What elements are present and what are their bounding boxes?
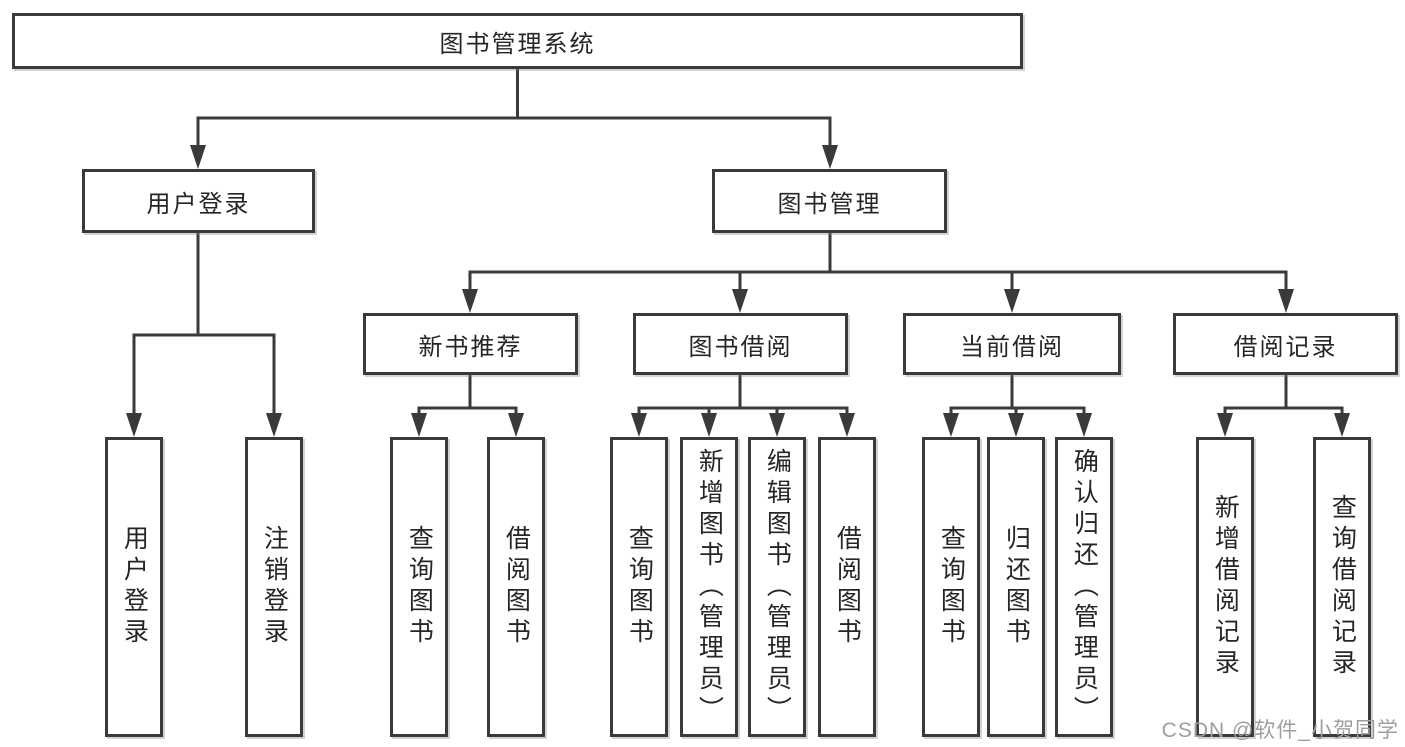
node-book-borrowing: 图书借阅 (633, 313, 848, 375)
leaf-return-book: 归还图书 (987, 437, 1045, 737)
node-root: 图书管理系统 (12, 13, 1023, 69)
arrowhead (1008, 413, 1024, 437)
arrowhead (266, 413, 282, 437)
watermark: CSDN @软件_小贺同学 (1161, 719, 1399, 742)
node-new-book-recommendation: 新书推荐 (363, 313, 578, 375)
arrowheads (126, 145, 1350, 437)
arrowhead (769, 413, 785, 437)
node-book-management: 图书管理 (712, 169, 947, 233)
leaf-query-books-recommend: 查询图书 (390, 437, 448, 737)
arrowhead (1076, 413, 1092, 437)
arrowhead (1217, 413, 1233, 437)
arrowhead (631, 413, 647, 437)
arrowhead (411, 413, 427, 437)
leaf-query-books-borrowing: 查询图书 (610, 437, 668, 737)
arrowhead (126, 413, 142, 437)
leaf-add-borrow-record: 新增借阅记录 (1196, 437, 1254, 737)
arrowhead (508, 413, 524, 437)
arrowhead (1004, 289, 1020, 313)
node-borrowing-records: 借阅记录 (1173, 313, 1398, 375)
arrowhead (1278, 289, 1294, 313)
arrowhead (943, 413, 959, 437)
leaf-logout: 注销登录 (245, 437, 303, 737)
arrowhead (701, 413, 717, 437)
leaf-query-books-current: 查询图书 (922, 437, 980, 737)
arrowhead (822, 145, 838, 169)
leaf-add-book-admin: 新增图书（管理员） (680, 437, 738, 737)
arrowhead (190, 145, 206, 169)
tree-edges (132, 67, 1344, 417)
node-user-login: 用户登录 (82, 169, 315, 233)
leaf-user-login: 用户登录 (105, 437, 163, 737)
arrowhead (732, 289, 748, 313)
leaf-borrow-books: 借阅图书 (818, 437, 876, 737)
leaf-query-borrow-record: 查询借阅记录 (1313, 437, 1371, 737)
arrowhead (1334, 413, 1350, 437)
leaf-confirm-return-admin: 确认归还（管理员） (1055, 437, 1113, 737)
leaf-borrow-books-recommend: 借阅图书 (487, 437, 545, 737)
node-current-borrowing: 当前借阅 (903, 313, 1121, 375)
leaf-edit-book-admin: 编辑图书（管理员） (748, 437, 806, 737)
arrowhead (462, 289, 478, 313)
arrowhead (839, 413, 855, 437)
